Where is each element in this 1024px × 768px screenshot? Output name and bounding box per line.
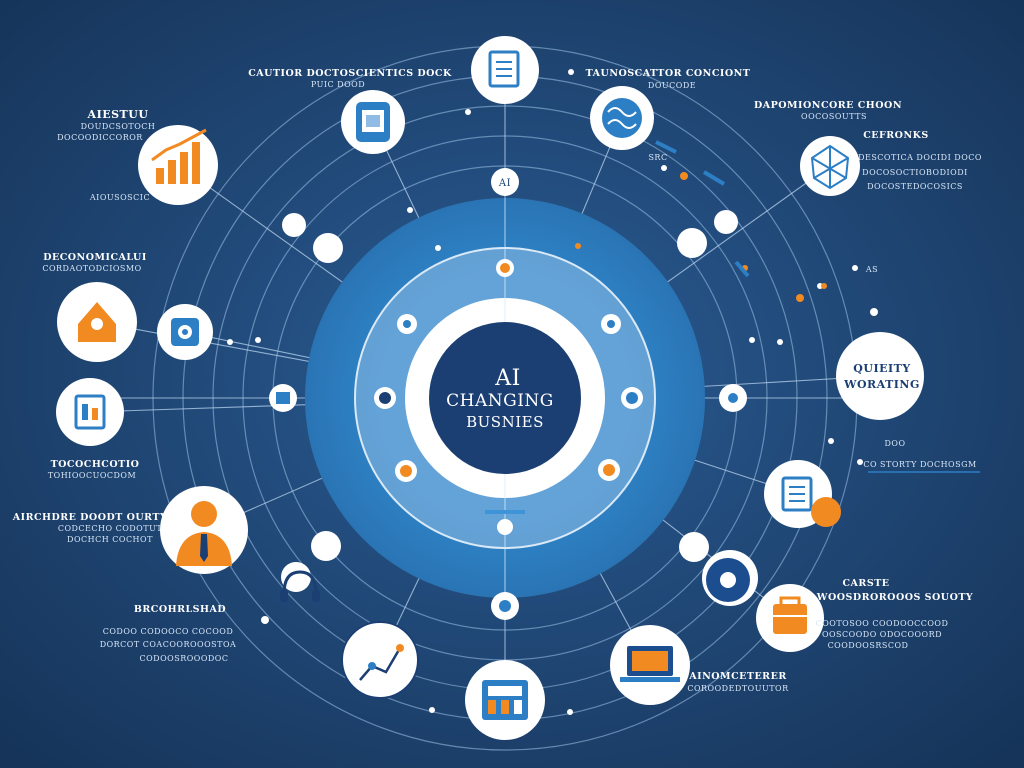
label-left-low-sub: TOHIOOCUOCDOM xyxy=(48,471,136,480)
ring-small-nodes xyxy=(269,168,747,620)
center-title-line1: AI xyxy=(494,366,521,391)
label-left-mid-sub: CORDAOTODCIOSMO xyxy=(42,264,141,273)
top-badge-text: AI xyxy=(498,178,511,189)
dash-accents xyxy=(655,140,750,278)
label-left-low-title: TOCOCHCOTIO xyxy=(51,459,140,470)
label-right-body-2: DOCOSOCTIOBODIODI xyxy=(862,168,968,177)
center-title-line3: BUSNIES xyxy=(466,413,544,431)
label-right-mid-small: DOO xyxy=(884,439,905,448)
label-right-low-sub: WOOSDROROOOS SOUOTY xyxy=(816,592,973,603)
toolbox-icon xyxy=(756,584,824,652)
label-left-mid-title: DECONOMICALUI xyxy=(43,252,147,263)
quality-line2: WORATING xyxy=(843,378,920,391)
label-right-body-3: DOCOSTEDOCOSICS xyxy=(867,182,963,191)
quality-node xyxy=(836,332,924,420)
label-left-bottom-sub-2: DOCHCH COCHOT xyxy=(67,535,153,544)
circuit-icon xyxy=(341,621,419,699)
label-right-bottom-2: OOSCOODO ODOCOOORD xyxy=(822,630,942,639)
label-top-right-sub: DOUCODE xyxy=(648,81,696,90)
label-top-left-sub: PUIC DOOD xyxy=(311,80,365,89)
label-left-bottom-title: AIRCHDRE DOODT OURTY xyxy=(12,512,167,523)
label-right-mid-line: CO STORTY DOCHOSGM xyxy=(863,460,976,469)
quality-line1: QUIEITY xyxy=(853,362,910,375)
label-left-top-title: AIESTUU xyxy=(87,108,149,121)
center-title-line2: CHANGING xyxy=(446,391,554,411)
center-core xyxy=(429,322,581,474)
brain-icon xyxy=(590,86,654,150)
document-icon xyxy=(471,36,539,104)
label-right-low-title: CARSTE xyxy=(843,578,890,589)
label-right-top-sub: OOCOSOUTTS xyxy=(801,112,867,121)
label-small-as: AS xyxy=(865,265,878,274)
calculator-icon xyxy=(465,660,545,740)
orange-dots xyxy=(575,172,827,302)
label-bottom-left-title: BRCOHRLSHAD xyxy=(134,604,226,615)
label-left-top-sub-2: DOCOODICCOROR xyxy=(57,133,143,142)
label-right-body-1: DESCOTICA DOCIDI DOCO xyxy=(858,153,982,162)
home-icon xyxy=(57,282,137,362)
label-right-top-title: DAPOMIONCORE CHOON xyxy=(754,100,902,111)
label-left-top-sub-1: DOUDCSOTOCH xyxy=(81,122,156,131)
label-left-top-sub-3: AIOUSOSCIC xyxy=(89,193,150,202)
dashboard-icon xyxy=(56,378,124,446)
label-bottom-right-title: AINOMCETERER xyxy=(688,671,786,682)
label-bottom-left-sub-2: DORCOT COACOOROOOSTOA xyxy=(100,640,237,649)
network-icon xyxy=(800,136,860,196)
camera-icon xyxy=(157,304,213,360)
label-right-bottom-3: COODOOSRSCOD xyxy=(828,641,909,650)
label-left-bottom-sub-1: CODCECHO CODOTUT xyxy=(58,524,162,533)
label-right-bottom-1: COOTOSOO COODOOCCOOD xyxy=(816,619,949,628)
label-top-right-title: TAUNOSCATTOR CONCIONT xyxy=(586,68,751,79)
label-right: CEFRONKS xyxy=(863,130,929,141)
label-bottom-left-sub-1: CODOO CODOOCO COCOOD xyxy=(103,627,234,636)
bar-chart-icon xyxy=(138,125,218,205)
label-small-right: SRC xyxy=(648,153,667,162)
checklist-icon xyxy=(764,460,841,528)
businessman-icon xyxy=(160,486,248,574)
gear-icon xyxy=(702,550,758,606)
scatter-dots xyxy=(227,69,878,715)
label-top-left-title: CAUTIOR DOCTOSCIENTICS DOCK xyxy=(248,68,452,79)
label-group: CAUTIOR DOCTOSCIENTICS DOCK PUIC DOOD TA… xyxy=(12,68,982,693)
headphones-icon xyxy=(280,570,320,602)
laptop-icon xyxy=(610,625,690,705)
label-bottom-left-sub-3: CODOOSROOODOC xyxy=(140,654,229,663)
tablet-icon xyxy=(341,90,405,154)
label-bottom-right-sub: COROODEDTOUUTOR xyxy=(687,684,789,693)
